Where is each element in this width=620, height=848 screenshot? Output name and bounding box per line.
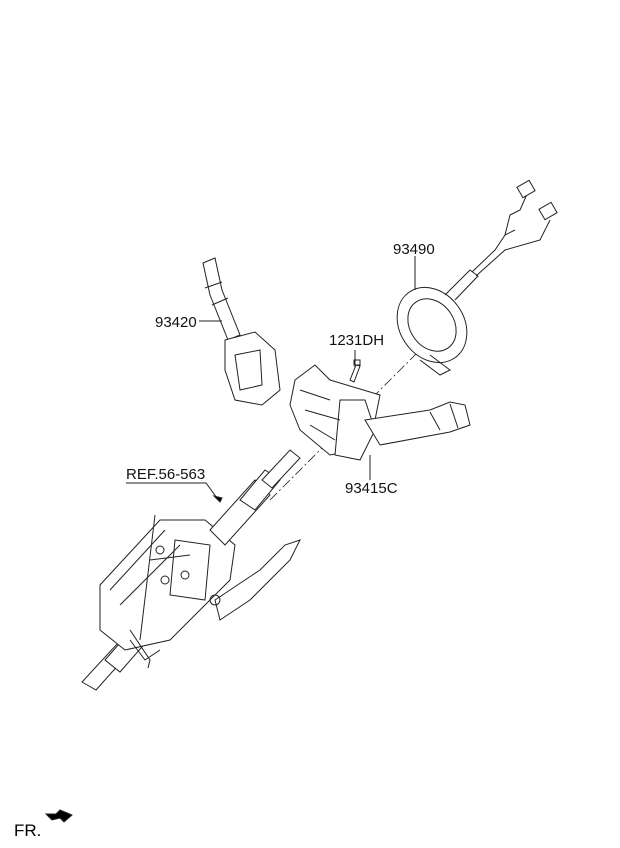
part-label-93415C[interactable]: 93415C	[345, 480, 398, 497]
clock-spring-drawing	[396, 179, 558, 376]
reference-label[interactable]: REF.56-563	[126, 466, 206, 483]
wiper-switch-drawing	[202, 257, 281, 406]
bolt-drawing	[349, 359, 361, 383]
front-arrow-icon	[44, 809, 73, 823]
steering-column	[81, 449, 301, 691]
multifunction-switch-drawing	[289, 364, 471, 461]
front-direction-label: FR.	[14, 821, 42, 840]
axis-centerline	[269, 349, 421, 501]
part-label-93490[interactable]: 93490	[393, 241, 435, 258]
part-label-93420[interactable]: 93420	[155, 314, 197, 331]
leader-ref	[126, 482, 221, 503]
part-label-1231DH[interactable]: 1231DH	[329, 332, 385, 349]
